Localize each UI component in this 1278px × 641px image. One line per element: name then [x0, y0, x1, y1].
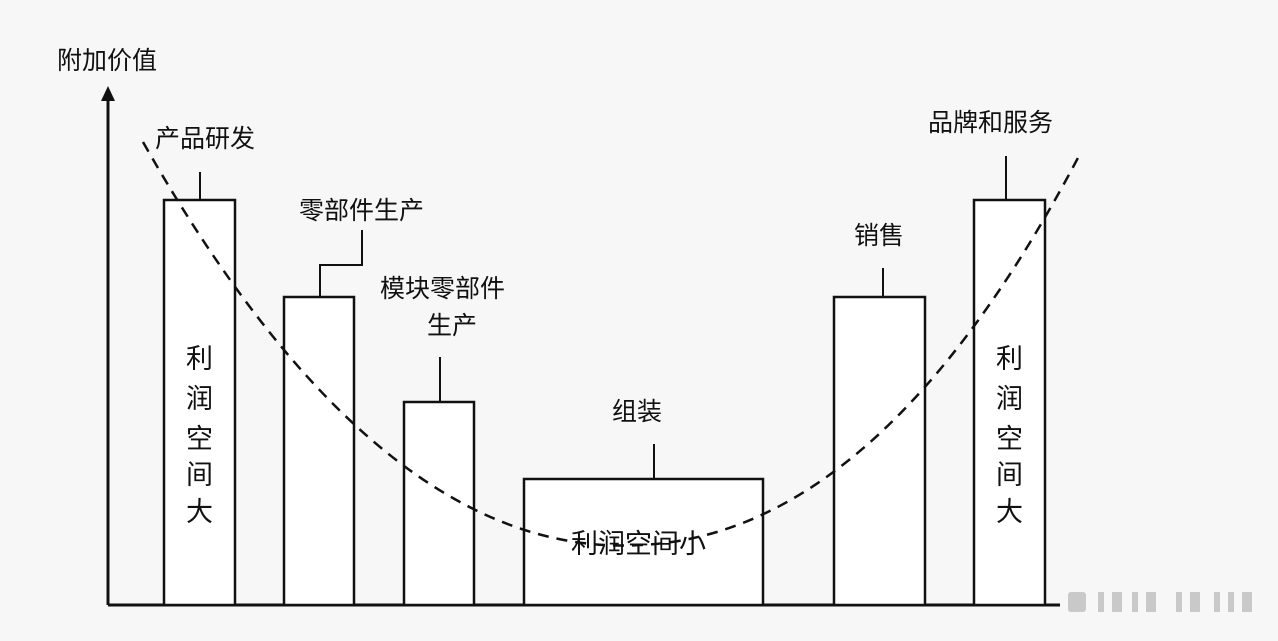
label-parts-production: 零部件生产 — [299, 196, 424, 225]
right-profit-text: 利 润 空 间 大 — [996, 344, 1023, 528]
left-char-2: 润 — [186, 384, 213, 415]
left-char-1: 利 — [186, 344, 213, 375]
label-assembly: 组装 — [612, 397, 662, 426]
watermark-mark — [1068, 592, 1086, 612]
bar-brand-service — [972, 198, 1047, 607]
watermark-mark — [1112, 592, 1122, 612]
label-module-line1: 模块零部件 — [380, 274, 505, 303]
right-char-2: 润 — [996, 384, 1023, 415]
label-brand-service: 品牌和服务 — [928, 108, 1053, 137]
right-char-5: 大 — [996, 497, 1023, 528]
bar-assembly — [522, 477, 765, 607]
right-char-1: 利 — [996, 344, 1023, 375]
stage-labels: 产品研发 零部件生产 模块零部件 生产 组装 销售 品牌和服务 — [155, 108, 1053, 426]
left-char-3: 空 — [186, 424, 213, 455]
label-sales: 销售 — [854, 221, 904, 250]
watermark — [1068, 592, 1252, 612]
bar-module-parts-production — [402, 400, 476, 607]
left-char-4: 间 — [186, 460, 213, 491]
bar-parts-production — [282, 295, 356, 607]
bar-sales — [832, 295, 927, 607]
watermark-mark — [1228, 592, 1234, 612]
watermark-mark — [1132, 592, 1138, 612]
watermark-mark — [1214, 592, 1220, 612]
label-module-line2: 生产 — [427, 311, 477, 340]
watermark-mark — [1098, 592, 1104, 612]
watermark-mark — [1242, 592, 1252, 612]
watermark-mark — [1146, 592, 1156, 612]
bars — [162, 198, 1047, 607]
watermark-mark — [1190, 592, 1200, 612]
y-axis-label: 附加价值 — [57, 46, 157, 75]
left-profit-text: 利 润 空 间 大 — [186, 344, 213, 528]
bar-product-rd — [162, 198, 237, 607]
leader-lines — [199, 156, 1007, 479]
assembly-profit-text: 利润空间小 — [571, 529, 706, 560]
right-char-4: 间 — [996, 460, 1023, 491]
right-char-3: 空 — [996, 424, 1023, 455]
smile-curve — [141, 141, 1082, 547]
label-product-rd: 产品研发 — [155, 124, 255, 153]
y-axis-arrow-icon — [101, 86, 115, 101]
watermark-mark — [1176, 592, 1182, 612]
left-char-5: 大 — [186, 497, 213, 528]
leader-parts — [319, 230, 363, 297]
